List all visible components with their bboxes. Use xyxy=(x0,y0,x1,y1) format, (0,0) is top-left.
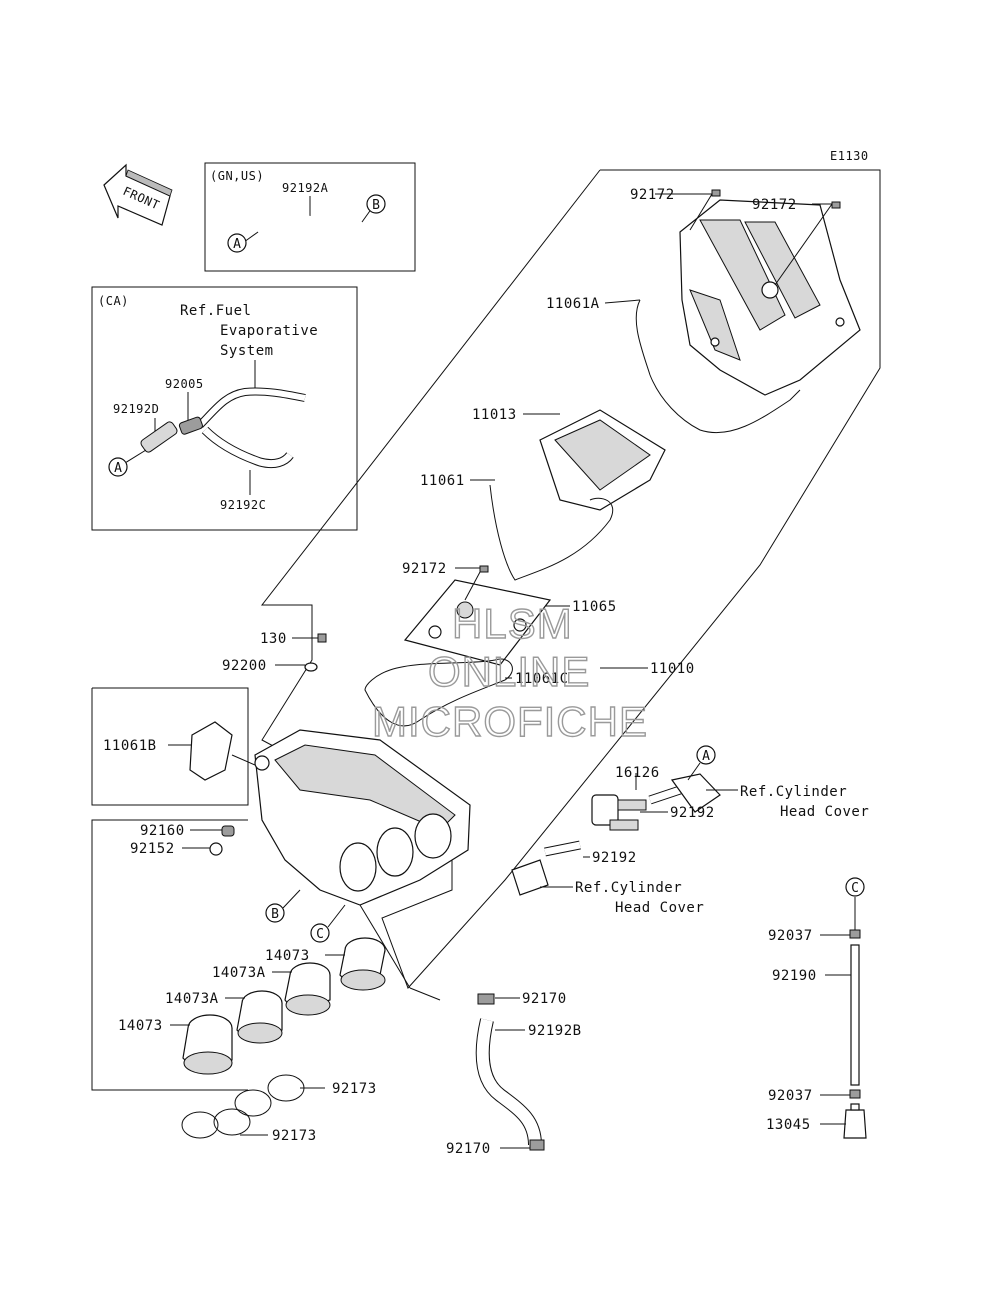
filter-element-11013 xyxy=(539,409,666,511)
ref-fuel-line1: Ref.Fuel xyxy=(180,303,251,319)
marker-a-ca xyxy=(108,457,128,477)
part-14073A-a: 14073A xyxy=(212,965,266,981)
part-14073-b: 14073 xyxy=(118,1018,163,1034)
svg-text:B: B xyxy=(271,907,279,922)
part-92172-a: 92172 xyxy=(630,187,675,203)
bolt-92172-a xyxy=(711,189,721,197)
svg-text:A: A xyxy=(114,461,122,476)
part-92037-a: 92037 xyxy=(768,928,813,944)
diagram-code: E1130 xyxy=(830,149,869,163)
funnel-14073-b xyxy=(182,1014,233,1075)
part-92192-b: 92192 xyxy=(592,850,637,866)
watermark: HLSM ONLINE MICROFICHE xyxy=(371,599,648,745)
svg-text:ONLINE: ONLINE xyxy=(428,648,590,695)
part-92192-a: 92192 xyxy=(670,805,715,821)
funnel-14073A-b xyxy=(236,990,283,1044)
part-92192A: 92192A xyxy=(282,181,329,195)
part-92170-a: 92170 xyxy=(522,991,567,1007)
bolt-92172-b xyxy=(831,201,841,209)
svg-text:MICROFICHE: MICROFICHE xyxy=(372,698,648,745)
funnel-14073-a xyxy=(339,937,386,991)
ca-inset: (CA) Ref.Fuel Evaporative System 92005 9… xyxy=(91,286,358,531)
part-92192B: 92192B xyxy=(528,1023,582,1039)
ref-fuel-line3: System xyxy=(220,343,274,359)
part-16126: 16126 xyxy=(615,765,660,781)
part-92170-b: 92170 xyxy=(446,1141,491,1157)
washer-92200 xyxy=(304,662,318,672)
part-11013: 11013 xyxy=(472,407,517,423)
lower-housing xyxy=(254,729,471,906)
part-130: 130 xyxy=(260,631,287,647)
svg-text:A: A xyxy=(702,749,710,764)
bolt-130 xyxy=(317,633,327,643)
plate-11065 xyxy=(403,579,552,666)
part-92192D: 92192D xyxy=(113,402,159,416)
grommet-92160 xyxy=(221,825,235,837)
svg-text:B: B xyxy=(372,198,380,213)
part-14073A-b: 14073A xyxy=(165,991,219,1007)
leader-lines xyxy=(168,193,851,1149)
part-14073-a: 14073 xyxy=(265,948,310,964)
part-11061A: 11061A xyxy=(546,296,600,312)
marker-c-housing xyxy=(310,923,330,943)
housing-cover xyxy=(679,199,861,396)
gn-us-inset: (GN,US) 92192A A B xyxy=(204,162,416,272)
front-arrow-icon: FRONT xyxy=(103,163,173,226)
gn-us-label: (GN,US) xyxy=(210,169,264,183)
ref-cylinder-b-line1: Ref.Cylinder xyxy=(575,880,682,896)
bracket-11061B xyxy=(91,687,249,806)
svg-text:A: A xyxy=(233,237,241,252)
funnel-14073A-a xyxy=(284,962,331,1016)
part-92173-b: 92173 xyxy=(272,1128,317,1144)
part-92172-b: 92172 xyxy=(752,197,797,213)
gasket-11061B xyxy=(189,721,233,781)
part-92200: 92200 xyxy=(222,658,267,674)
marker-a xyxy=(227,233,247,253)
marker-b xyxy=(366,194,386,214)
drain-tube-92190 xyxy=(843,897,867,1139)
part-11010: 11010 xyxy=(650,661,695,677)
ref-fuel-line2: Evaporative xyxy=(220,323,318,339)
part-92005: 92005 xyxy=(165,377,204,391)
part-11061: 11061 xyxy=(420,473,465,489)
part-11061B: 11061B xyxy=(103,738,157,754)
gasket-11061 xyxy=(489,484,613,581)
assembly-boundary xyxy=(260,169,881,989)
marker-b-housing xyxy=(265,903,285,923)
part-92172-c: 92172 xyxy=(402,561,447,577)
ref-cylinder-a-line1: Ref.Cylinder xyxy=(740,784,847,800)
part-92190: 92190 xyxy=(772,968,817,984)
bracket-lower xyxy=(91,819,248,1091)
svg-text:HLSM: HLSM xyxy=(452,600,573,647)
marker-a-valve xyxy=(696,745,716,765)
part-11065: 11065 xyxy=(572,599,617,615)
part-92152: 92152 xyxy=(130,841,175,857)
part-13045: 13045 xyxy=(766,1117,811,1133)
bolt-92172-c xyxy=(479,565,489,573)
part-92160: 92160 xyxy=(140,823,185,839)
gasket-11061C xyxy=(364,658,513,727)
svg-text:C: C xyxy=(316,927,324,942)
drain-hose-92192B xyxy=(475,993,545,1151)
part-92192C: 92192C xyxy=(220,498,266,512)
collar-92152 xyxy=(209,842,223,856)
gasket-11061A xyxy=(635,299,801,434)
clamps-92173 xyxy=(181,1074,305,1139)
part-11061C: 11061C xyxy=(515,671,569,687)
part-92037-b: 92037 xyxy=(768,1088,813,1104)
ca-label: (CA) xyxy=(98,294,129,308)
ref-cylinder-a-line2: Head Cover xyxy=(780,804,869,820)
part-92173-a: 92173 xyxy=(332,1081,377,1097)
ref-cylinder-b-line2: Head Cover xyxy=(615,900,704,916)
svg-text:C: C xyxy=(851,881,859,896)
valve-16126 xyxy=(511,773,721,896)
marker-c-drain xyxy=(845,877,865,897)
